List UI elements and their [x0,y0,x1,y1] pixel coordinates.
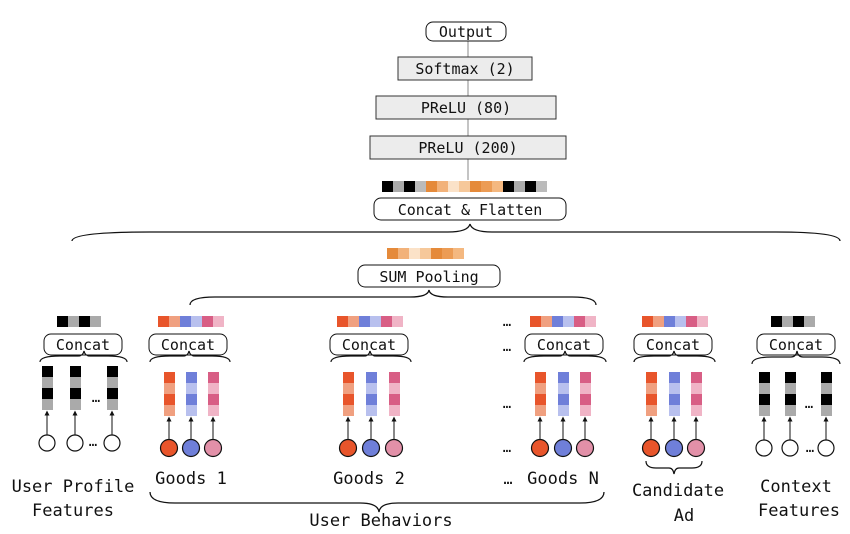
prelu200-layer [369,135,567,160]
sum-pooling-brace [189,289,597,306]
candidate-label-line2: Ad [674,506,694,526]
top-brace [71,223,841,242]
context-label-line1: Context [760,477,832,497]
svg-text:…: … [92,390,100,406]
svg-text:…: … [805,396,813,412]
candidate-concat-strip [642,316,708,327]
goods1-concat-box [148,333,228,356]
concat-flatten-box [373,197,567,221]
svg-text:…: … [89,434,97,450]
candidate-ad-group: Concat [633,316,716,475]
context-concat-label: Concat [769,336,823,354]
goods2-group: Concat [329,316,412,458]
user-profile-concat-box [43,333,123,356]
user-profile-group: Concat … … [38,316,128,452]
sum-pooling-strip [387,248,464,259]
sum-pooling-box [357,264,501,288]
user-behaviors-label: User Behaviors [309,511,452,531]
goods2-concat-box [329,333,409,356]
goodsN-group: Concat [523,316,607,458]
goods-ellipsis-top: … [503,314,511,330]
flatten-embedding-strip [382,181,547,192]
user-profile-label-line1: User Profile [12,477,135,497]
context-features-group: Concat … … [751,316,841,457]
user-profile-concat-strip [57,316,101,327]
softmax-label: Softmax (2) [415,60,514,78]
output-box [425,21,507,42]
goodsN-concat-label: Concat [537,336,591,354]
goods-ellipsis-nodes: … [503,440,511,456]
candidate-concat-box [633,333,713,356]
goods1-concat-label: Concat [161,336,215,354]
goods2-concat-label: Concat [342,336,396,354]
goodsN-label: Goods N [527,469,599,489]
goods-ellipsis-label: … [503,470,512,488]
candidate-label-line1: Candidate [632,481,724,501]
prelu80-label: PReLU (80) [421,99,511,117]
concat-flatten-label: Concat & Flatten [398,201,543,219]
goods2-concat-strip [337,316,403,327]
prelu200-label: PReLU (200) [418,139,517,157]
goods1-group: Concat [148,316,231,458]
goods-ellipsis-columns: … [503,396,511,412]
sum-pooling-label: SUM Pooling [379,268,478,286]
goodsN-concat-box [524,333,604,356]
goods1-label: Goods 1 [155,469,227,489]
goods1-concat-strip [158,316,224,327]
candidate-concat-label: Concat [646,336,700,354]
goods-ellipsis-concat: … [503,339,511,355]
user-profile-concat-label: Concat [56,336,110,354]
context-label-line2: Features [758,501,840,521]
goodsN-concat-strip [530,316,596,327]
softmax-layer [397,56,533,81]
context-concat-strip [771,316,815,327]
user-profile-label-line2: Features [32,501,114,521]
goods2-label: Goods 2 [333,469,405,489]
user-behaviors-brace [149,491,605,513]
prelu80-layer [375,95,557,120]
output-label: Output [439,23,493,41]
svg-text:…: … [806,440,814,456]
